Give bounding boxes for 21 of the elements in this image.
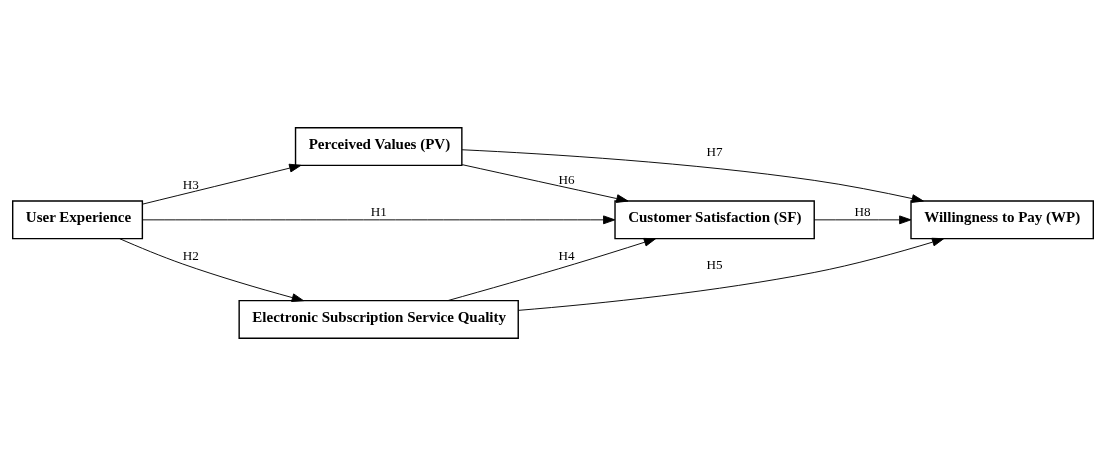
arrow xyxy=(142,163,302,205)
arrow xyxy=(461,148,924,203)
arrow xyxy=(813,214,912,224)
arrow xyxy=(517,237,945,311)
arrow xyxy=(142,214,616,224)
arrow xyxy=(447,237,657,301)
edge-label: H5 xyxy=(706,256,723,272)
edge-label: H2 xyxy=(182,247,199,263)
edge-label: H4 xyxy=(558,247,575,263)
node-box: Customer Satisfaction (SF) xyxy=(614,199,815,239)
edge-label: H7 xyxy=(706,143,723,159)
node-box: User Experience xyxy=(12,199,144,239)
edge-label: H8 xyxy=(854,203,871,219)
node-box: Willingness to Pay (WP) xyxy=(910,199,1094,239)
node-box: Electronic Subscription Service Quality xyxy=(238,299,519,339)
node-box: Perceived Values (PV) xyxy=(294,126,463,166)
edge-label: H1 xyxy=(370,203,387,219)
arrow xyxy=(461,163,629,203)
edge-label: H3 xyxy=(182,176,199,192)
edge-label: H6 xyxy=(558,171,575,187)
arrow xyxy=(119,237,304,302)
